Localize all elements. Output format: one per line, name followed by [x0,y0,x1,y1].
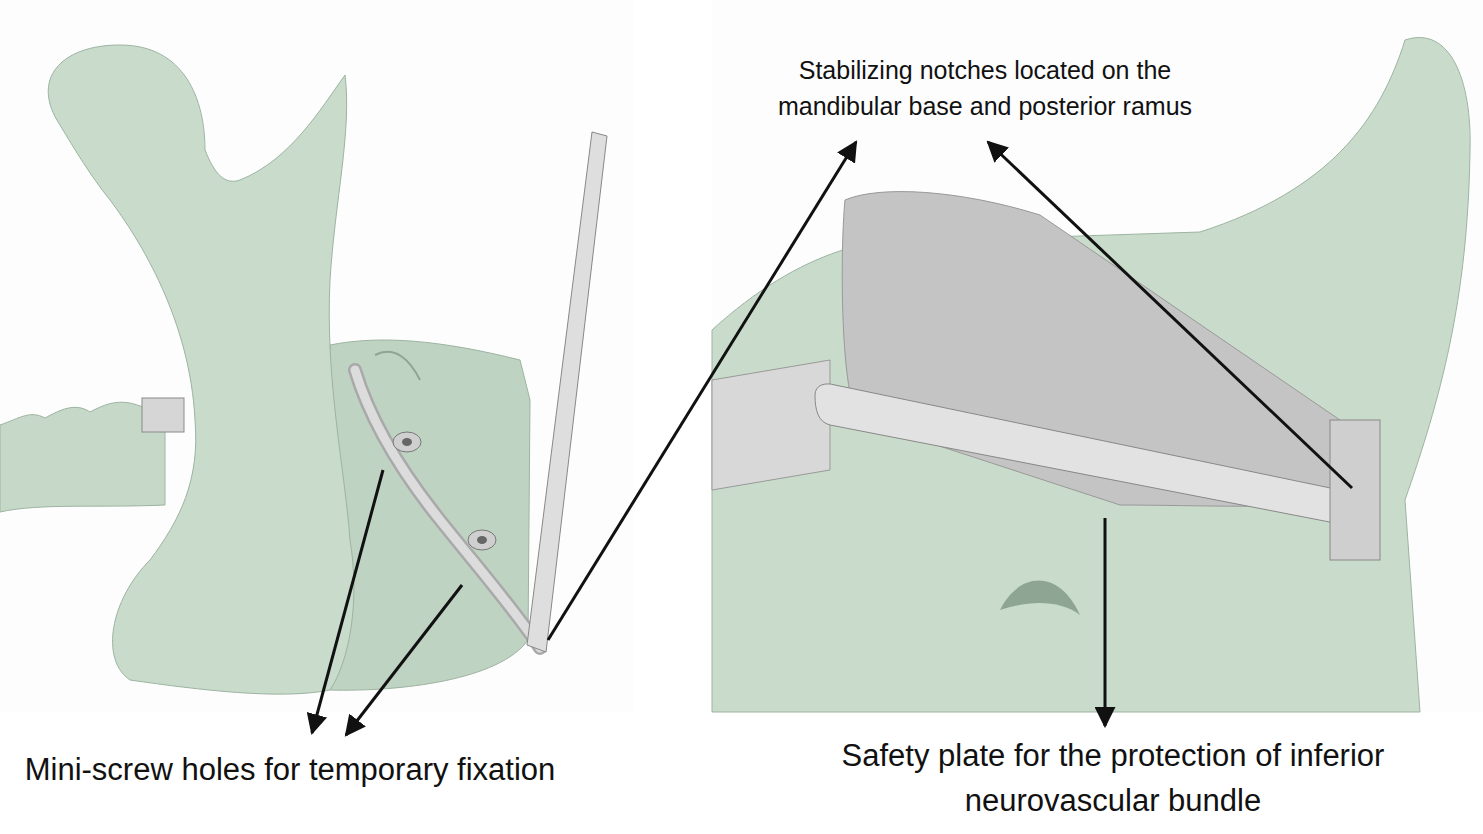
bone-notch-shadow [1000,581,1080,615]
leader-arrow [312,470,383,733]
screw-hole [477,536,487,544]
stabilizing-notch [1330,420,1380,560]
surgical-guide [355,370,540,648]
screw-hole [402,438,412,446]
guide-arm [712,360,830,490]
guide-block [142,398,184,432]
left-panel [0,0,633,712]
cutting-plate [527,132,607,652]
callout-label: Safety plate for the protection of infer… [813,734,1413,824]
leader-arrow [548,142,856,640]
right-panel [712,0,1483,712]
mandible-ramus [48,45,354,694]
screw-hole [393,432,421,452]
callout-label: Stabilizing notches located on the mandi… [735,52,1235,125]
mandible-body [0,402,165,512]
callout-label: Mini-screw holes for temporary fixation [20,748,560,793]
tooth-socket [375,352,420,380]
leader-arrow [1104,518,1107,726]
leader-arrow [346,585,462,735]
leader-arrow [988,142,1352,488]
mandible-posterior [712,38,1470,712]
surgical-guide [355,370,540,648]
screw-hole [468,530,496,550]
